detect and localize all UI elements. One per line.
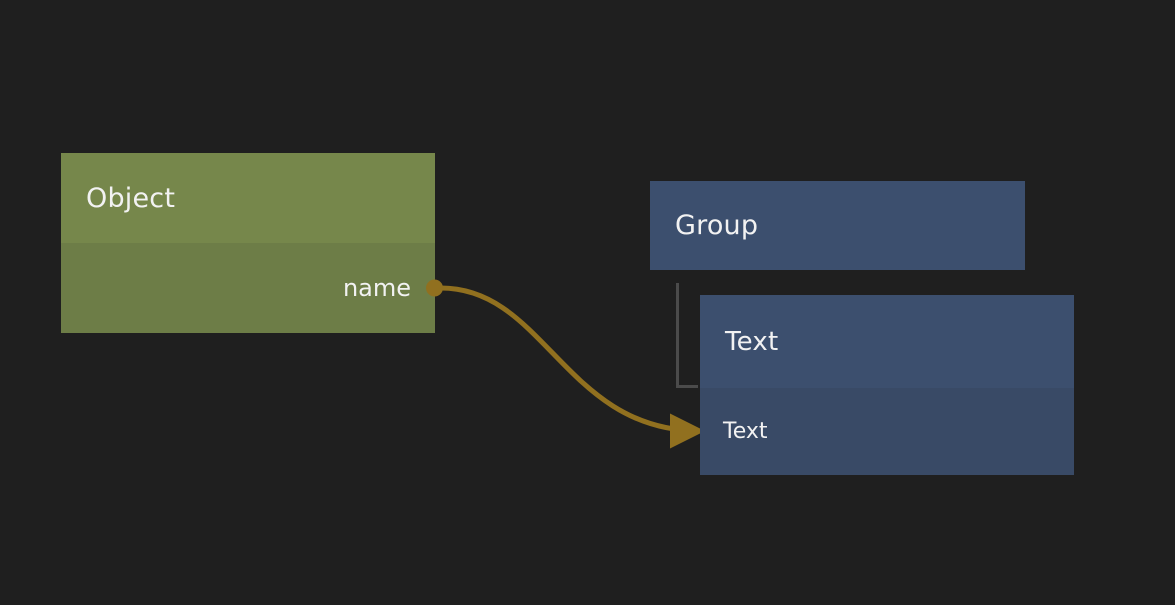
node-group[interactable]: Group [650,181,1025,270]
node-text-port-text-label: Text [723,419,768,444]
node-group-header[interactable]: Group [650,181,1025,270]
node-object-body: name [61,243,443,333]
node-text[interactable]: Text Text [700,295,1074,475]
node-object-title: Object [86,182,176,214]
group-child-bracket-connector [676,283,698,388]
node-object-port-name-label: name [342,274,411,302]
node-object-port-name[interactable]: name [61,243,443,333]
node-text-title: Text [725,326,779,357]
output-port-dot[interactable] [426,279,443,297]
node-text-port-text[interactable]: Text [700,388,1074,475]
node-object[interactable]: Object name [61,153,443,333]
node-text-header[interactable]: Text [700,295,1074,388]
node-object-header[interactable]: Object [61,153,435,243]
node-group-title: Group [675,210,759,241]
edge-object-name-to-text[interactable] [438,285,705,449]
node-text-body: Text [700,388,1074,475]
